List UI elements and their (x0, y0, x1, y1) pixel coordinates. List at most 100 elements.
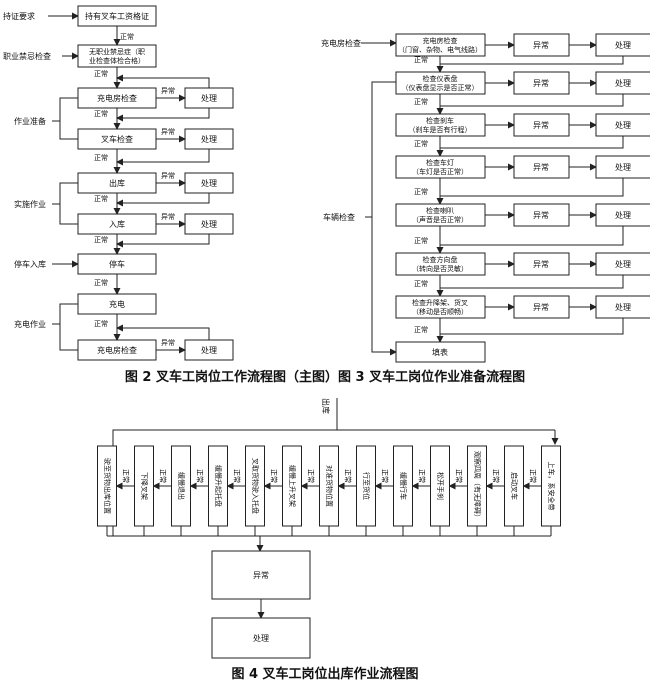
edge-abnormal-5: 异常 (161, 338, 175, 347)
box-room-check-text: 充电房检查 (97, 93, 137, 103)
fig4-normal-label: 正常 (159, 469, 168, 483)
fig3-rows: 充电房检查（门窗、杂物、电气线路）异常处理正常检查仪表盘（仪表盘显示是否正常）异… (395, 33, 650, 343)
fig3-normal-label: 正常 (414, 55, 428, 64)
fig4-normal-label: 正常 (529, 469, 538, 483)
fig3-loop (440, 178, 624, 197)
fig3-abnormal-text: 异常 (533, 260, 549, 269)
box-out-text: 出库 (109, 178, 125, 188)
edge-abnormal-4: 异常 (161, 212, 175, 221)
edge-normal-1: 正常 (120, 32, 134, 41)
fig4-normal-label: 正常 (381, 469, 390, 483)
edge-normal-7: 正常 (94, 278, 108, 287)
box-license-text: 持有叉车工资格证 (85, 11, 149, 21)
fig4-normal-label: 正常 (492, 469, 501, 483)
label-vehicle-check: 车辆检查 (323, 212, 355, 222)
fig3-check-detail: （门窗、杂物、电气线路） (398, 45, 482, 54)
fig3-handle-text: 处理 (615, 210, 631, 220)
edge-abnormal-1: 异常 (161, 86, 175, 95)
fig3-abnormal-text: 异常 (533, 163, 549, 172)
label-room-check: 充电房检查 (321, 38, 361, 48)
fig3-check-title: 检查方向盘 (423, 255, 458, 264)
fig3-normal-label: 正常 (414, 97, 428, 106)
box-handle-5-text: 处理 (201, 345, 217, 355)
fig4-normal-label: 正常 (344, 469, 353, 483)
fig4-step-text: 驶至货物出库位置 (103, 458, 112, 514)
fig3-check-title: 充电房检查 (423, 36, 458, 45)
fig4-normal-label: 正常 (270, 469, 279, 483)
fig4-normal-label: 正常 (455, 469, 464, 483)
fig3-abnormal-text: 异常 (533, 79, 549, 88)
edge-normal-4: 正常 (94, 153, 108, 162)
fig3-check-title: 检查喇叭 (426, 206, 454, 215)
label-work: 实施作业 (14, 199, 46, 209)
fig3-check-title: 检查刹车 (426, 116, 454, 125)
fig3-normal-label: 正常 (414, 325, 428, 334)
box-forklift-check-text: 叉车检查 (101, 134, 133, 144)
fig3-abnormal-text: 异常 (533, 121, 549, 130)
fig4-normal-label: 正常 (233, 469, 242, 483)
box-occupational-text2: 业检查体检合格） (89, 56, 145, 65)
fig3-handle-text: 处理 (615, 78, 631, 88)
fig3-loop (440, 318, 624, 335)
fig3-check-detail: （移动是否顺畅） (412, 307, 468, 316)
fig4-step-text: 叉取货物驶入托盘 (251, 458, 260, 514)
fig3-loop (440, 56, 624, 65)
fig4-step-text: 缓慢上升叉架 (288, 465, 297, 507)
fig3-check-title: 检查升降架、货叉 (412, 298, 468, 307)
fig3-handle-text: 处理 (615, 162, 631, 172)
edge-normal-3: 正常 (94, 109, 108, 118)
fig4-normal-label: 正常 (307, 469, 316, 483)
fig3-loop (440, 275, 624, 289)
caption-fig-2-3: 图 2 叉车工岗位工作流程图（主图）图 3 叉车工岗位作业准备流程图 (125, 369, 525, 385)
fig4-step-text: 缓慢退出 (177, 472, 186, 500)
fig3-handle-text: 处理 (615, 40, 631, 50)
fig3-handle-text: 处理 (615, 120, 631, 130)
label-charging: 充电作业 (14, 319, 46, 329)
fig4-step-text: 下降叉架 (140, 472, 149, 500)
figure-4-out-flowchart: 出库 上车，系安全带正常启动叉车正常观察四周（有无障碍）正常松开手刹正常缓慢行车… (97, 398, 561, 659)
fig4-normal-label: 正常 (122, 469, 131, 483)
box-fill-form (395, 341, 486, 363)
fig3-check-detail: （刹车是否有行程） (409, 125, 472, 134)
fig4-step-text: 行至货位 (362, 472, 371, 500)
fig3-loop (440, 94, 624, 107)
box-in-text: 入库 (109, 219, 125, 229)
fig4-normal-label: 正常 (196, 469, 205, 483)
edge-normal-2: 正常 (94, 69, 108, 78)
fig3-abnormal-text: 异常 (533, 303, 549, 312)
label-parking: 停车入库 (14, 259, 46, 269)
box-handle-2-text: 处理 (201, 134, 217, 144)
fig4-normal-label: 正常 (418, 469, 427, 483)
edge-normal-8: 正常 (94, 319, 108, 328)
fig3-normal-label: 正常 (414, 139, 428, 148)
fig4-step-text: 启动叉车 (510, 472, 519, 500)
box-park-text: 停车 (109, 259, 125, 269)
box-handle-fig4 (211, 617, 311, 659)
fig3-handle-text: 处理 (615, 259, 631, 269)
fig3-abnormal-text: 异常 (533, 41, 549, 50)
box-abnormal-fig4-text: 异常 (253, 571, 269, 580)
fig3-check-detail: （转向是否灵敏） (412, 264, 468, 273)
caption-fig-4: 图 4 叉车工岗位出库作业流程图 (231, 666, 418, 682)
figure-3-prep-flowchart: 充电房检查 车辆检查 充电房检查（门窗、杂物、电气线路）异常处理正常检查仪表盘（… (321, 33, 650, 363)
fig4-step-text: 松开手刹 (436, 472, 445, 500)
fig3-normal-label: 正常 (414, 279, 428, 288)
fig3-handle-text: 处理 (615, 302, 631, 312)
fig4-step-text: 缓慢升起托盘 (214, 465, 223, 507)
fig4-step-text: 上车，系安全带 (547, 462, 556, 511)
fig4-step-text: 缓慢行车 (399, 472, 408, 500)
fig3-loop (440, 136, 624, 149)
label-out-top: 出库 (321, 398, 331, 414)
fig3-check-detail: （声音是否正常） (412, 215, 468, 224)
fig4-step-text: 对准货物位置 (325, 465, 334, 507)
edge-abnormal-3: 异常 (161, 171, 175, 180)
box-handle-3-text: 处理 (201, 178, 217, 188)
label-qualification: 持证要求 (3, 11, 35, 21)
box-charge-text: 充电 (109, 299, 125, 309)
box-occupational-text1: 无职业禁忌症（职 (89, 47, 145, 56)
fig3-abnormal-text: 异常 (533, 211, 549, 220)
box-handle-fig4-text: 处理 (253, 633, 269, 643)
label-occupational-check: 职业禁忌检查 (3, 51, 51, 61)
edge-abnormal-2: 异常 (161, 127, 175, 136)
